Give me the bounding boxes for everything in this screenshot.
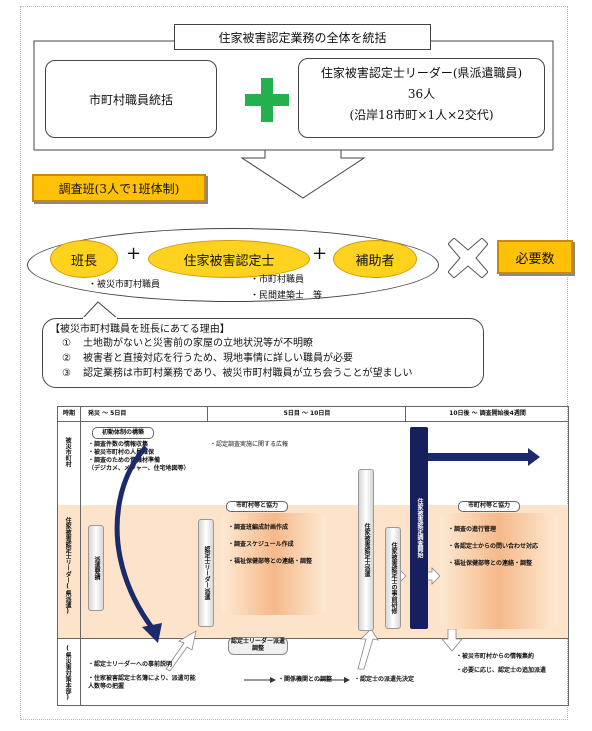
reason-box [42, 318, 484, 388]
setup-list: ・調査件数の情報収集 ・被災市町村の人員確保 ・調査のための資機材準備 （デジカ… [88, 441, 190, 473]
survey-start-bar: 住家被害認定調査開始 [410, 427, 428, 629]
flow-corner: 時期 [58, 407, 81, 421]
row3-mid-item: ・関係機関との調整 [278, 676, 332, 683]
municipal-staff-box: 市町村職員統括 [45, 60, 217, 138]
reason-title: 【被災市町村職員を班長にあてる理由】 [50, 324, 230, 335]
leader-count: 36人 [407, 87, 436, 101]
multiply-icon [448, 238, 488, 278]
plus-sign-2: + [312, 243, 328, 264]
assessor-dispatch-bar: 住家被害認定士派遣 [358, 469, 374, 631]
phase-3: 10日後 ～ 調査開始後4週間 [405, 407, 569, 421]
coop-title-right: 市町村等と協力 [458, 501, 520, 512]
row3-mid-item-2: ・認定士の派遣先決定 [354, 676, 415, 683]
right-task-box: ・調査の進行管理 ・各認定士からの問い合わせ対応 ・福祉保健部等との連絡・調整 [440, 513, 558, 629]
page-frame [20, 6, 568, 720]
row3-right-list: ・被災市町村からの情報集約 ・必要に応じ、認定士の追加派遣 [456, 653, 547, 675]
middle-task-box: ・調査班編成計画作成 ・調査スケジュール作成 ・福祉保健部等との連絡・調整 [222, 513, 326, 615]
flow-arrows [114, 445, 540, 683]
leader-breakdown: (沿岸18市町×1人×2交代) [349, 108, 494, 122]
training-bar: 住家被害認定士の事前研修 [385, 527, 401, 629]
chief-capsule: 班長 [50, 240, 118, 278]
row3-left-list: ・認定士リーダーへの事前説明 ・住家被害認定士名簿により、派遣可能人数等の把握 [88, 661, 196, 691]
pr-note: ・認定調査実施に関する広報 [210, 441, 289, 448]
dispatch-request-bar: 派遣要請 [88, 525, 104, 611]
leader-title: 住家被害認定士リーダー(県派遣職員) [320, 66, 523, 80]
assessor-note-2: ・民間建築士 等 [250, 291, 323, 301]
plus-icon [245, 78, 289, 122]
leader-box: 住家被害認定士リーダー(県派遣職員) 36人 (沿岸18市町×1人×2交代) [298, 58, 545, 138]
setup-title: 初動体制の構築 [92, 427, 154, 439]
flow-header [58, 407, 568, 422]
assistant-capsule: 補助者 [333, 240, 417, 278]
phase-2: 5日目 ～ 10日目 [207, 407, 406, 421]
flow-diagram: 時期 発災 ～ 5日目 5日目 ～ 10日目 10日後 ～ 調査開始後4週間 被… [57, 406, 569, 706]
top-connector-lines [33, 40, 554, 199]
leader-adjust-box: 認定士リーダー派遣調整 [228, 637, 288, 655]
row-label-prefecture: (県災害対策本部) [64, 645, 72, 701]
row-label-leader: 住家被害認定士リーダー(県派遣) [64, 517, 72, 615]
leader-dispatch-bar: 認定士リーダー派遣 [198, 519, 214, 627]
phase-1: 発災 ～ 5日目 [88, 410, 127, 417]
plus-sign-1: + [126, 243, 142, 264]
required-count-sign: 必要数 [497, 240, 573, 274]
overall-title: 住家被害認定業務の全体を統括 [174, 24, 431, 50]
coop-title-mid: 市町村等と協力 [226, 501, 288, 512]
row-label-municipality: 被災市町村 [64, 437, 72, 467]
chief-note: ・被災市町村職員 [88, 280, 161, 290]
assessor-note-1: ・市町村職員 [250, 275, 305, 285]
assessor-capsule: 住家被害認定士 [148, 240, 310, 278]
team-label: 調査班(3人で1班体制) [32, 174, 206, 202]
